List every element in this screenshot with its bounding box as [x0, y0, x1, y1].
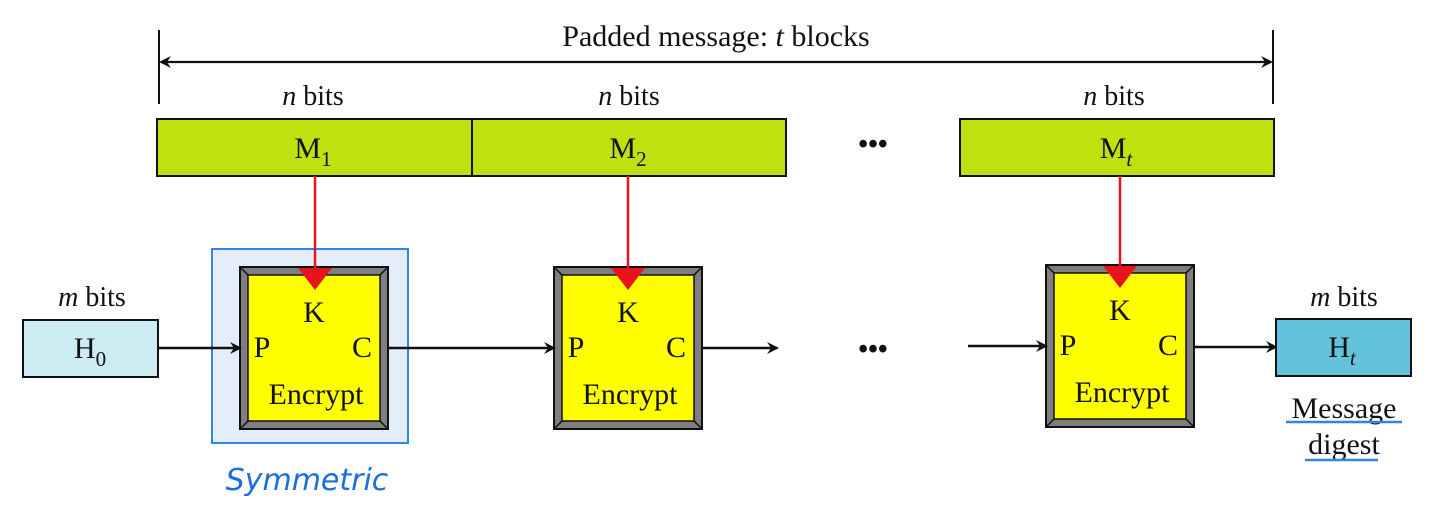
- encrypt-label: Encrypt: [1075, 376, 1171, 409]
- svg-text:Ht: Ht: [1328, 331, 1357, 370]
- block-size-label-1: n bits: [282, 81, 343, 112]
- encrypt-box-t: KP C Encrypt: [1045, 264, 1195, 428]
- svg-text:M1: M1: [294, 132, 331, 171]
- digest-label-line2: digest: [1308, 428, 1380, 461]
- svg-text:Mt: Mt: [1100, 132, 1134, 171]
- plaintext-label: P: [568, 331, 585, 364]
- padded-message-title: Padded message: t blocks: [562, 20, 869, 53]
- svg-text:M2: M2: [609, 132, 646, 171]
- block-size-label-2: n bits: [598, 81, 659, 112]
- h0-size-label: m bits: [58, 282, 126, 313]
- key-arrow-t: [1103, 176, 1137, 288]
- encrypt-box-2: KP C Encrypt: [553, 266, 703, 430]
- chain-ellipsis: •••: [858, 334, 887, 365]
- ciphertext-label: C: [1158, 329, 1178, 362]
- key-arrow-2: [611, 176, 645, 290]
- message-block-1: M1: [156, 118, 473, 177]
- encrypt-label: Encrypt: [583, 378, 679, 411]
- key-label: K: [303, 296, 325, 329]
- encrypt-box-1: KP C Encrypt: [239, 266, 389, 430]
- encrypt-label: Encrypt: [269, 378, 365, 411]
- digest-label-line1: Message: [1292, 392, 1397, 425]
- key-arrow-1: [298, 176, 332, 290]
- plaintext-label: P: [254, 331, 271, 364]
- final-hash-ht: Ht: [1275, 318, 1412, 377]
- block-size-label-t: n bits: [1083, 81, 1144, 112]
- svg-text:H0: H0: [74, 332, 106, 371]
- padded-message-span: Padded message: t blocks: [158, 20, 1274, 104]
- key-label: K: [1109, 294, 1131, 327]
- plaintext-label: P: [1060, 329, 1077, 362]
- ciphertext-label: C: [666, 331, 686, 364]
- ht-size-label: m bits: [1310, 282, 1378, 313]
- message-block-2: M2: [471, 118, 787, 177]
- key-label: K: [617, 296, 639, 329]
- symmetric-annotation: Symmetric: [226, 463, 389, 498]
- message-block-t: Mt: [959, 118, 1275, 177]
- blocks-ellipsis: •••: [858, 129, 887, 160]
- ciphertext-label: C: [352, 331, 372, 364]
- initial-hash-h0: H0: [22, 319, 159, 378]
